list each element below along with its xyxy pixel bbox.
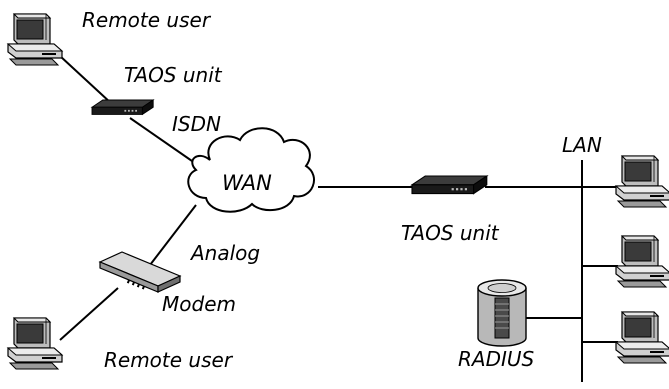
desktop-computer-icon <box>615 311 669 364</box>
lan-computer-2 <box>615 235 669 288</box>
link-wan-to-modem <box>149 204 197 266</box>
link-modem-to-remote-user-bottom <box>59 287 119 341</box>
lan-computer-3 <box>615 311 669 364</box>
radius-label: RADIUS <box>458 347 535 371</box>
modem-label: Modem <box>162 292 236 316</box>
taos-unit-top <box>91 99 154 115</box>
wan-label: WAN <box>222 171 272 195</box>
taos-unit-center-label: TAOS unit <box>401 221 500 245</box>
modem-icon <box>98 251 182 293</box>
taos-unit-top-label: TAOS unit <box>124 63 223 87</box>
desktop-computer-icon <box>615 235 669 288</box>
connections <box>59 55 618 382</box>
wan-cloud-icon: WAN <box>187 127 315 213</box>
link-remote-user-top-to-taos <box>59 55 113 105</box>
computer-remote-user-top <box>7 13 63 66</box>
taos-unit-router-icon <box>411 175 488 195</box>
taos-unit-center <box>411 175 488 195</box>
remote-user-bottom-label: Remote user <box>104 348 234 372</box>
remote-user-top-label: Remote user <box>82 8 212 32</box>
analog-label: Analog <box>189 241 260 265</box>
desktop-computer-icon <box>7 13 63 66</box>
radius-server-icon <box>477 279 527 347</box>
lan-label: LAN <box>562 133 602 157</box>
desktop-computer-icon <box>7 317 63 370</box>
computer-remote-user-bottom <box>7 317 63 370</box>
lan-computer-1 <box>615 155 669 208</box>
isdn-label: ISDN <box>172 112 221 136</box>
modem-device <box>98 251 182 293</box>
desktop-computer-icon <box>615 155 669 208</box>
taos-unit-router-icon <box>91 99 154 115</box>
radius-server <box>477 279 527 347</box>
